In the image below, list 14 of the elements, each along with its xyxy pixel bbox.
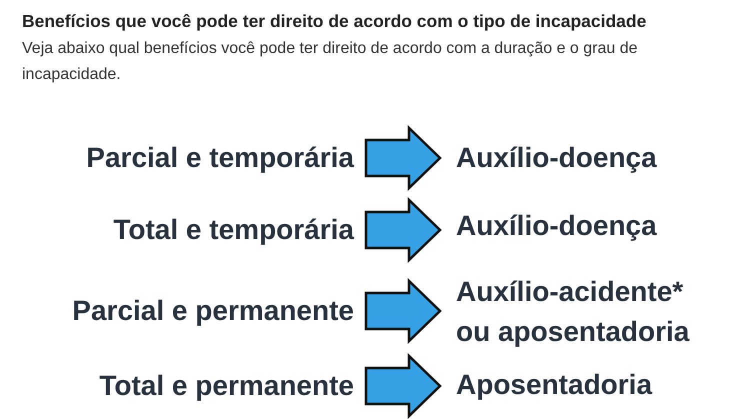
block-arrow <box>364 278 442 344</box>
block-arrow <box>364 197 442 263</box>
block-arrow <box>364 125 442 191</box>
intro-paragraph: Veja abaixo qual benefícios você pode ter direito de acordo com a duração e o grau de incapacidade. <box>22 39 639 85</box>
incapacity-type-label: Total e permanente <box>99 366 366 406</box>
page-title: Benefícios que você pode ter direito de acordo com o tipo de incapacidade <box>22 10 646 33</box>
incapacity-type-label: Total e temporária <box>113 210 366 250</box>
incapacity-type-label: Parcial e permanente <box>72 291 366 331</box>
benefit-label: Aposentadoria <box>440 365 652 405</box>
incapacity-type-label: Parcial e temporária <box>86 138 366 178</box>
benefit-label: Auxílio-doença <box>440 138 657 178</box>
block-arrow <box>364 353 442 419</box>
benefit-label: Auxílio-acidente* ou aposentadoria <box>440 272 702 352</box>
benefit-label: Auxílio-doença <box>440 206 657 246</box>
